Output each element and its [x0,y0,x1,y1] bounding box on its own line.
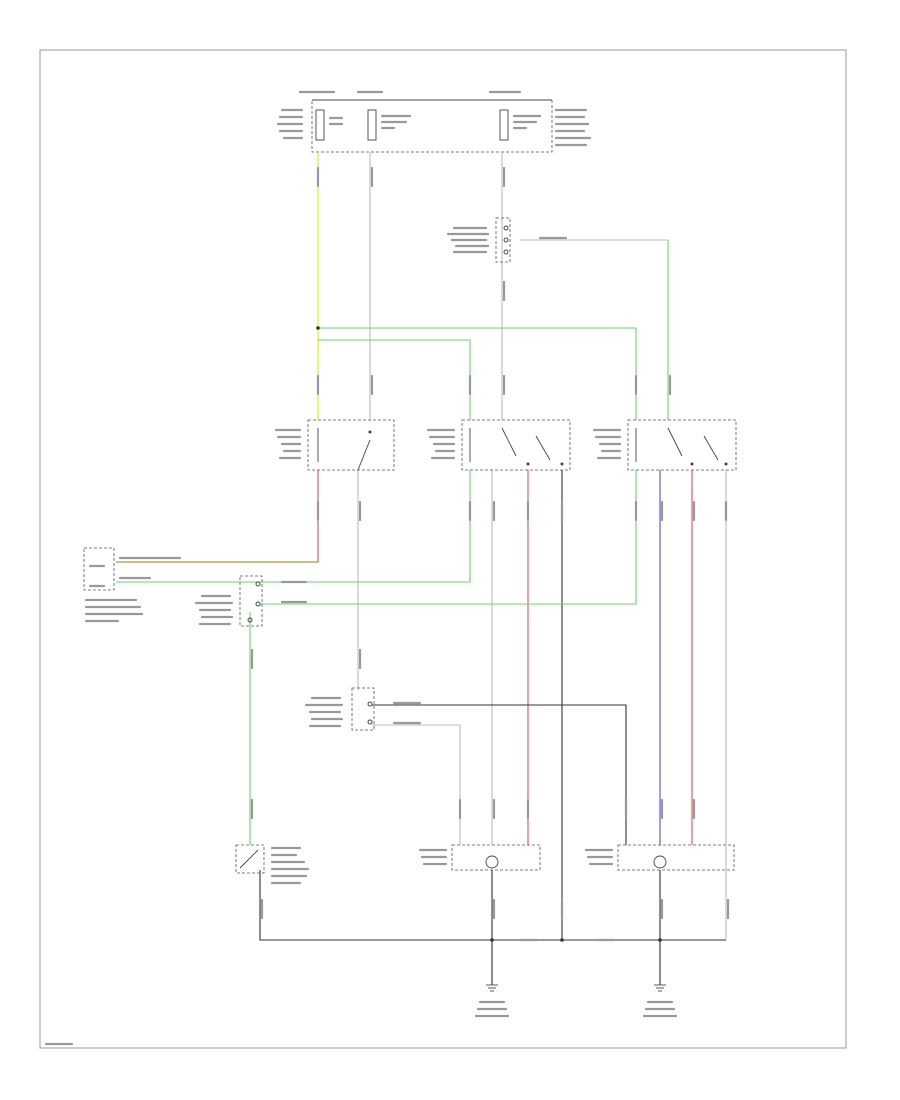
connector-center [304,687,422,731]
switch-block-left [274,419,395,471]
switch-block-middle [426,419,571,471]
ground-symbol-middle [474,984,510,1018]
left-module [83,547,182,623]
connector-top [446,217,568,263]
diagram-frame [39,49,847,1049]
splice-points [316,326,662,942]
ground-symbol-right [642,984,678,1018]
connector-left [194,575,308,627]
bulb-icon [485,855,499,869]
wires [116,152,727,985]
lamp-module-middle [418,844,541,871]
lamp-module-right [584,844,735,871]
bulb-icon [653,855,667,869]
fuse-box [276,90,592,153]
switch-block-right [592,419,737,471]
wire-labels [250,166,730,942]
sensor-left [235,844,310,885]
